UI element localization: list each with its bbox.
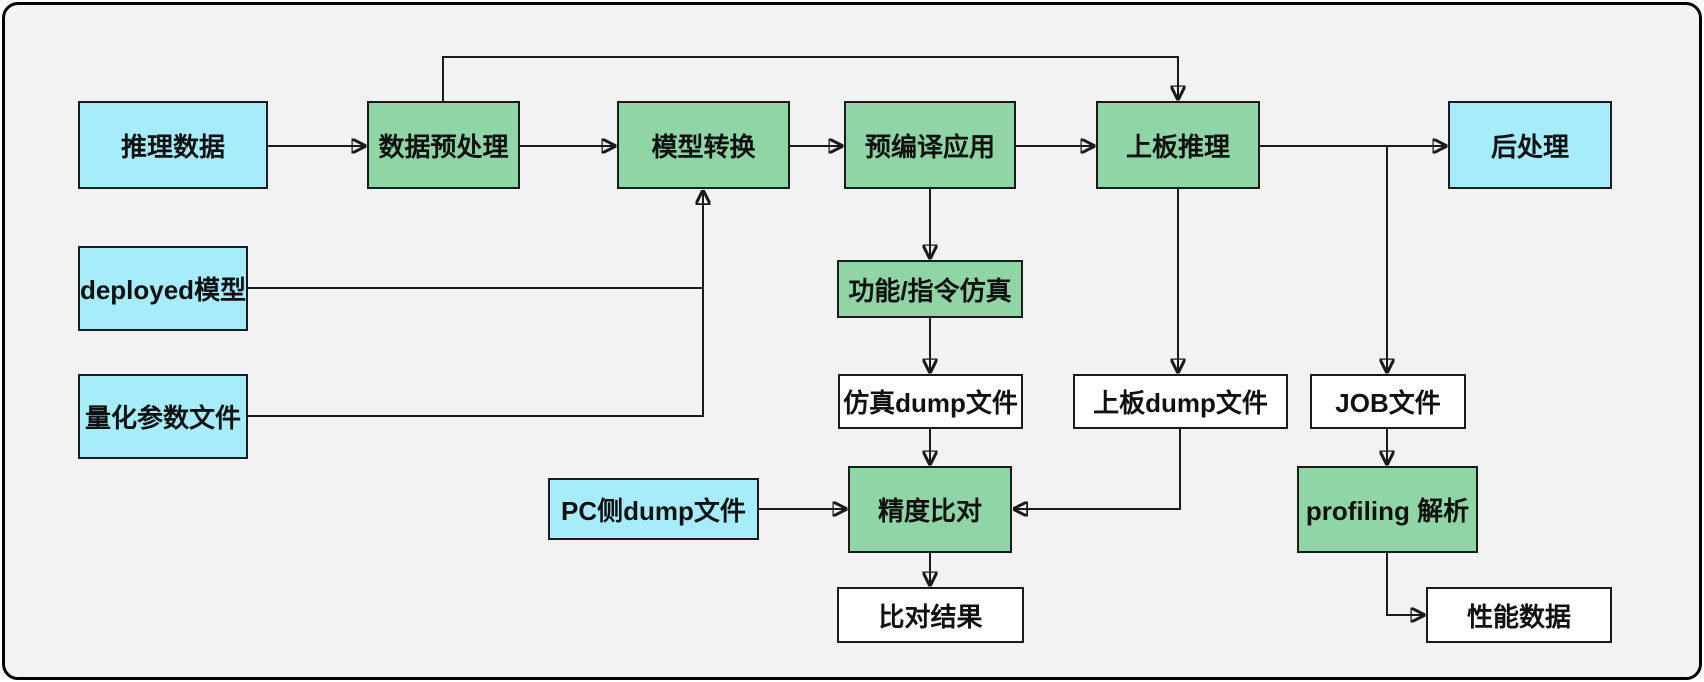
node-model-convert: 模型转换: [617, 101, 790, 189]
node-data-preprocess: 数据预处理: [367, 101, 520, 189]
node-board-inference: 上板推理: [1096, 101, 1260, 189]
node-profiling-parse: profiling 解析: [1297, 466, 1478, 553]
node-post-process: 后处理: [1448, 101, 1612, 189]
node-compare-result: 比对结果: [837, 587, 1024, 643]
edge-preprocess-top-feedback-to-board-inference: [442, 56, 1178, 101]
edge-profiling-to-perf-data: [1386, 553, 1423, 615]
edge-board-dump-to-accuracy-compare: [1015, 429, 1181, 509]
node-sim-dump-file: 仿真dump文件: [838, 374, 1023, 429]
node-precompile-app: 预编译应用: [844, 101, 1016, 189]
node-func-instr-sim: 功能/指令仿真: [837, 260, 1023, 318]
node-pc-dump-file: PC侧dump文件: [548, 478, 759, 540]
edge-quant-param-to-model-convert: [248, 192, 703, 417]
node-deployed-model: deployed模型: [78, 246, 248, 331]
node-inference-data: 推理数据: [78, 101, 268, 189]
node-perf-data: 性能数据: [1426, 587, 1612, 643]
node-job-file: JOB文件: [1310, 374, 1466, 429]
node-board-dump-file: 上板dump文件: [1073, 374, 1288, 429]
node-accuracy-compare: 精度比对: [848, 466, 1012, 553]
node-quant-param-file: 量化参数文件: [78, 374, 248, 459]
